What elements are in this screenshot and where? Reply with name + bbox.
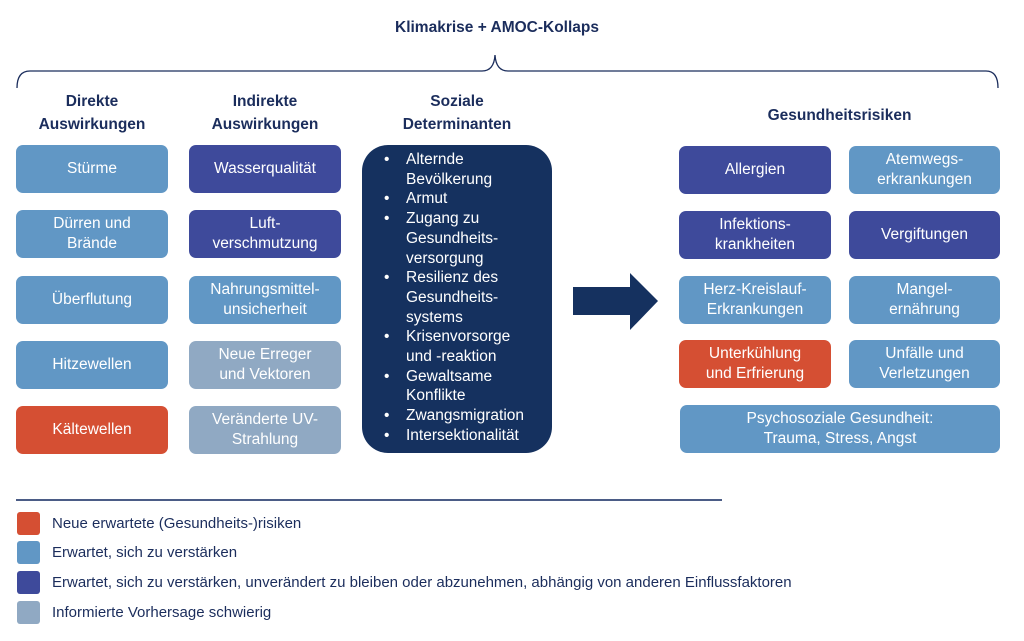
social-determinants-list: Alternde BevölkerungArmutZugang zu Gesun… <box>362 145 552 446</box>
header-health: Gesundheitsrisiken <box>767 107 912 124</box>
social-determinant-item: Gewaltsame Konflikte <box>384 367 536 406</box>
risk-box: Stürme <box>16 145 168 193</box>
header-social: Soziale Determinanten <box>402 93 512 133</box>
header-indirect: Indirekte Auswirkungen <box>211 93 319 133</box>
risk-box: Wasserqualität <box>189 145 341 193</box>
risk-box: Dürren und Brände <box>16 210 168 258</box>
risk-box: Vergiftungen <box>849 211 1000 259</box>
risk-box: Neue Erreger und Vektoren <box>189 341 341 389</box>
arrow-right-icon <box>573 273 658 330</box>
risk-box: Luft- verschmutzung <box>189 210 341 258</box>
legend-item: Neue erwartete (Gesundheits-)risiken <box>17 512 301 535</box>
risk-box: Unterkühlung und Erfrierung <box>679 340 831 388</box>
risk-box: Kältewellen <box>16 406 168 454</box>
brace <box>16 54 999 89</box>
legend-label: Erwartet, sich zu verstärken, unveränder… <box>52 574 792 591</box>
risk-box: Nahrungsmittel- unsicherheit <box>189 276 341 324</box>
social-determinant-item: Krisenvorsorge und -reaktion <box>384 327 536 366</box>
risk-box: Infektions- krankheiten <box>679 211 831 259</box>
social-determinant-item: Alternde Bevölkerung <box>384 150 536 189</box>
risk-box: Veränderte UV- Strahlung <box>189 406 341 454</box>
risk-box: Atemwegs- erkrankungen <box>849 146 1000 194</box>
legend-label: Erwartet, sich zu verstärken <box>52 544 238 561</box>
risk-box: Psychosoziale Gesundheit: Trauma, Stress… <box>680 405 1000 453</box>
risk-box: Überflutung <box>16 276 168 324</box>
legend-item: Informierte Vorhersage schwierig <box>17 601 271 624</box>
legend-divider <box>16 499 722 501</box>
social-determinant-item: Resilienz des Gesundheits-systems <box>384 268 536 327</box>
risk-box: Unfälle und Verletzungen <box>849 340 1000 388</box>
legend-label: Neue erwartete (Gesundheits-)risiken <box>52 515 302 532</box>
social-determinant-item: Intersektionalität <box>384 426 536 446</box>
legend-swatch <box>17 541 40 564</box>
legend-label: Informierte Vorhersage schwierig <box>52 604 272 621</box>
legend-item: Erwartet, sich zu verstärken, unveränder… <box>17 571 792 594</box>
risk-box: Mangel- ernährung <box>849 276 1000 324</box>
diagram-title: Klimakrise + AMOC-Kollaps <box>395 19 599 36</box>
social-determinant-item: Armut <box>384 189 536 209</box>
risk-box: Allergien <box>679 146 831 194</box>
social-determinant-item: Zwangsmigration <box>384 406 536 426</box>
header-direct: Direkte Auswirkungen <box>38 93 146 133</box>
legend-swatch <box>17 601 40 624</box>
social-determinants-box: Alternde BevölkerungArmutZugang zu Gesun… <box>362 145 552 453</box>
legend-item: Erwartet, sich zu verstärken <box>17 541 237 564</box>
legend-swatch <box>17 571 40 594</box>
social-determinant-item: Zugang zu Gesundheits-versorgung <box>384 209 536 268</box>
risk-box: Hitzewellen <box>16 341 168 389</box>
risk-box: Herz-Kreislauf- Erkrankungen <box>679 276 831 324</box>
legend-swatch <box>17 512 40 535</box>
